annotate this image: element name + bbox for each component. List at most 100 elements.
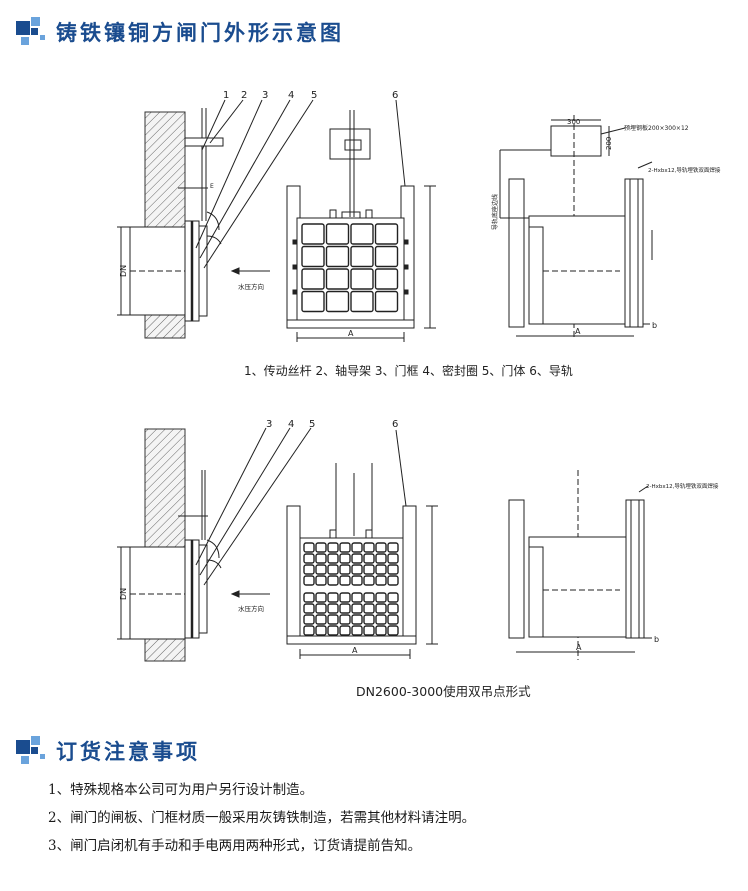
callout-3: 3: [262, 90, 268, 101]
figure2-side-view: [117, 427, 312, 662]
gate-panel-cell: [375, 575, 387, 586]
gate-panel-cell: [387, 553, 399, 564]
fig2-dim-b-back: b: [654, 635, 659, 644]
fig2-bolt-label: 2-Hxbx12,导轨埋铁双面焊接: [646, 482, 719, 490]
figure2-caption: DN2600-3000使用双吊点形式: [356, 684, 531, 699]
order-note: 2、闸门的闸板、门框材质一般采用灰铸铁制造，若需其他材料请注明。: [48, 810, 476, 826]
gate-panel-cell: [375, 603, 387, 614]
gate-panel-cell: [303, 603, 315, 614]
callout-1: 1: [223, 90, 229, 101]
fig2-dim-a-front: A: [352, 646, 358, 655]
gate-panel-cell: [351, 614, 363, 625]
gate-panel-cell: [303, 553, 315, 564]
gate-panel-cell: [315, 542, 327, 553]
gate-panel-cell: [351, 575, 363, 586]
gate-panel-cell: [327, 575, 339, 586]
gate-panel-cell: [375, 542, 387, 553]
gate-panel-cell: [387, 625, 399, 636]
fig2-dn-label: DN: [119, 588, 128, 600]
gate-panel-cell: [387, 592, 399, 603]
fig2-callout-5: 5: [309, 419, 315, 430]
figure1-caption: 1、传动丝杆 2、轴导架 3、门框 4、密封圈 5、门体 6、导轨: [244, 364, 573, 378]
callout-6: 6: [392, 90, 398, 101]
gate-panel-cell: [315, 625, 327, 636]
gate-panel-cell: [327, 553, 339, 564]
gate-panel-cell: [325, 223, 350, 245]
gate-panel-cell: [375, 553, 387, 564]
gate-panel-cell: [325, 245, 350, 268]
gate-panel-cell: [350, 290, 374, 313]
gate-panel-cell: [327, 542, 339, 553]
gate-panel-cell: [363, 614, 375, 625]
order-notes-list: 1、特殊规格本公司可为用户另行设计制造。 2、闸门的闸板、门框材质一般采用灰铸铁…: [48, 776, 475, 860]
figure1-side-view: E: [117, 99, 314, 339]
gate-panel-cell: [315, 614, 327, 625]
gate-panel-cell: [351, 542, 363, 553]
diagram-header: 铸铁镶铜方闸门外形示意图: [16, 14, 344, 50]
dim-a-front: A: [348, 329, 354, 338]
gate-panel-cell: [315, 575, 327, 586]
gate-panel-cell: [350, 245, 374, 268]
gate-panel-cell: [325, 290, 350, 313]
gate-panel-cell: [339, 614, 351, 625]
gate-panel-cell: [315, 553, 327, 564]
dn-label: DN: [119, 265, 128, 277]
gate-panel-cell: [303, 542, 315, 553]
gate-panel-cell: [363, 592, 375, 603]
gate-panel-cell: [363, 603, 375, 614]
gate-panel-cell: [315, 603, 327, 614]
gate-panel-cell: [301, 268, 325, 290]
gate-panel-cell: [351, 553, 363, 564]
gate-panel-cell: [303, 592, 315, 603]
figure2-gate-grid: [303, 542, 399, 636]
gate-panel-cell: [303, 564, 315, 575]
gate-panel-cell: [301, 290, 325, 313]
dim-a-back: A: [575, 327, 581, 336]
gate-panel-cell: [301, 245, 325, 268]
gate-panel-cell: [339, 564, 351, 575]
svg-text:E: E: [210, 183, 214, 190]
gate-panel-cell: [327, 603, 339, 614]
gate-panel-cell: [327, 625, 339, 636]
flow-direction-label: 水压方向: [238, 282, 264, 291]
gate-panel-cell: [303, 614, 315, 625]
page-title: 铸铁镶铜方闸门外形示意图: [56, 21, 344, 45]
gate-panel-cell: [327, 564, 339, 575]
gate-panel-cell: [387, 542, 399, 553]
gate-panel-cell: [339, 553, 351, 564]
gate-panel-cell: [374, 223, 399, 245]
gate-panel-cell: [363, 575, 375, 586]
gate-panel-cell: [387, 614, 399, 625]
gate-panel-cell: [387, 564, 399, 575]
embedded-plate-label: 预埋钢板200×300×12: [624, 124, 689, 132]
gate-panel-cell: [375, 625, 387, 636]
gate-panel-cell: [375, 592, 387, 603]
gate-panel-cell: [375, 614, 387, 625]
fig2-dim-a-back: A: [576, 643, 582, 652]
gate-panel-cell: [303, 575, 315, 586]
gate-panel-cell: [363, 564, 375, 575]
gate-panel-cell: [327, 592, 339, 603]
order-notes-header: 订货注意事项: [16, 733, 200, 769]
gate-panel-cell: [303, 625, 315, 636]
fig2-callout-3: 3: [266, 419, 272, 430]
gate-panel-cell: [350, 223, 374, 245]
dim-200: 200: [605, 137, 613, 150]
rail-base-label: 导轨底座边线: [491, 194, 499, 230]
gate-panel-cell: [351, 625, 363, 636]
callout-4: 4: [288, 90, 294, 101]
gate-panel-cell: [351, 592, 363, 603]
callout-2: 2: [241, 90, 247, 101]
gate-panel-cell: [363, 553, 375, 564]
gate-panel-cell: [374, 245, 399, 268]
gate-panel-cell: [374, 290, 399, 313]
dim-b-back: b: [652, 321, 657, 330]
gate-panel-cell: [339, 575, 351, 586]
gate-panel-cell: [325, 268, 350, 290]
gate-panel-cell: [387, 575, 399, 586]
gate-panel-cell: [339, 592, 351, 603]
gate-panel-cell: [387, 603, 399, 614]
gate-panel-cell: [375, 564, 387, 575]
callout-5: 5: [311, 90, 317, 101]
